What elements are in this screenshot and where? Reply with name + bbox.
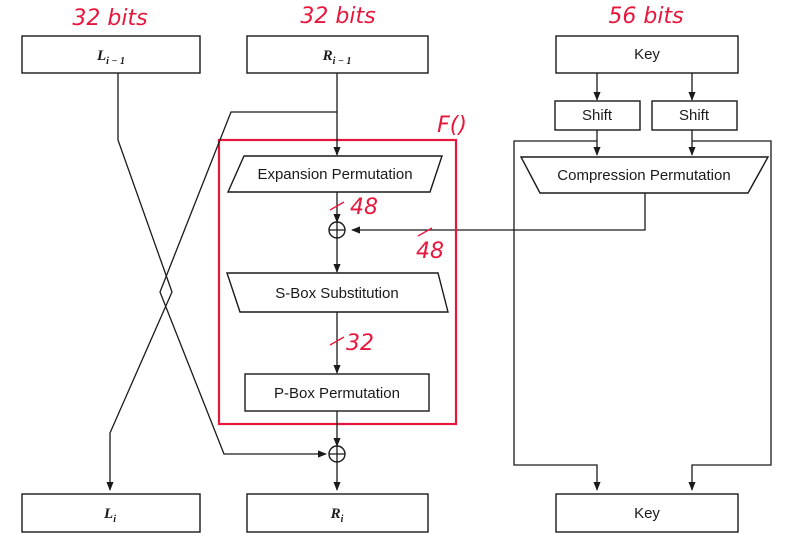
right-half-input-box: Ri − 1 — [246, 35, 429, 74]
key-input-label: Key — [634, 46, 660, 63]
sbox-substitution-box: S-Box Substitution — [226, 272, 449, 313]
key-width-annotation: 56 bits — [608, 4, 683, 29]
key-input-box: Key — [555, 35, 739, 74]
expansion-permutation-box: Expansion Permutation — [226, 155, 443, 193]
right-half-output-label: Ri — [330, 506, 344, 525]
sbox-substitution-label: S-Box Substitution — [275, 285, 398, 302]
key-output-label: Key — [634, 505, 660, 522]
shift-left-label: Shift — [582, 107, 613, 124]
right-half-output-box: Ri — [246, 493, 429, 533]
shift-right-label: Shift — [679, 107, 710, 124]
key-bits-annotation: 48 — [416, 239, 444, 264]
left-half-input-box: Li − 1 — [21, 35, 201, 74]
left-half-output-box: Li — [21, 493, 201, 533]
left-width-annotation: 32 bits — [72, 6, 147, 31]
compression-permutation-label: Compression Permutation — [557, 167, 730, 184]
pbox-permutation-label: P-Box Permutation — [274, 385, 400, 402]
shift-right-box: Shift — [651, 100, 738, 131]
left-half-input-label: Li − 1 — [96, 48, 125, 67]
right-width-annotation: 32 bits — [300, 4, 375, 29]
sbox-bits-annotation: 32 — [346, 331, 374, 356]
xor-key-mixing — [328, 221, 346, 239]
f-function-label: F() — [437, 113, 467, 138]
key-output-box: Key — [555, 493, 739, 533]
pbox-permutation-box: P-Box Permutation — [244, 373, 430, 412]
left-half-output-label: Li — [103, 506, 116, 525]
xor-output-mixing — [328, 445, 346, 463]
compression-permutation-box: Compression Permutation — [519, 156, 770, 194]
right-half-input-label: Ri − 1 — [322, 48, 352, 67]
expansion-permutation-label: Expansion Permutation — [257, 166, 412, 183]
shift-left-box: Shift — [554, 100, 641, 131]
expansion-bits-annotation: 48 — [350, 195, 378, 220]
